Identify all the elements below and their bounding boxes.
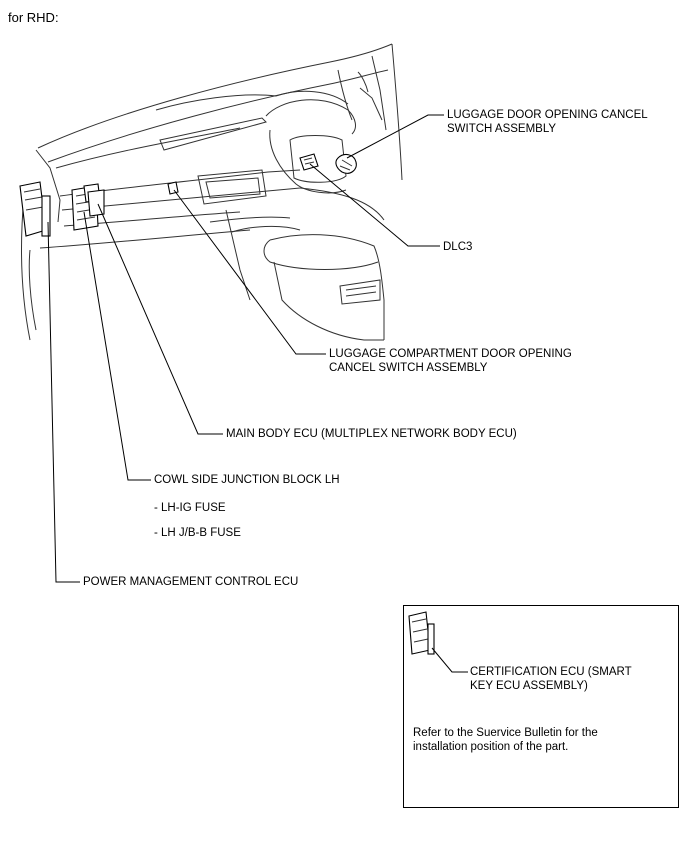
page-header: for RHD: bbox=[8, 10, 59, 25]
label-cowl-side-junction-block: COWL SIDE JUNCTION BLOCK LH bbox=[154, 474, 340, 486]
leader-luggage-compartment-switch bbox=[173, 189, 326, 355]
certification-ecu-part bbox=[408, 611, 435, 655]
inset-box bbox=[403, 605, 679, 808]
power-management-ecu-part bbox=[19, 181, 51, 237]
leader-cowl-side-jb bbox=[83, 211, 151, 481]
label-lh-ig-fuse: - LH-IG FUSE bbox=[154, 502, 226, 514]
label-main-body-ecu: MAIN BODY ECU (MULTIPLEX NETWORK BODY EC… bbox=[226, 428, 517, 440]
label-luggage-compartment-switch-line2: CANCEL SWITCH ASSEMBLY bbox=[329, 362, 488, 374]
leader-luggage-door-switch bbox=[346, 114, 444, 159]
label-certification-ecu-line1: CERTIFICATION ECU (SMART bbox=[470, 666, 632, 678]
label-certification-ecu-line2: KEY ECU ASSEMBLY) bbox=[470, 680, 588, 692]
dlc3-part bbox=[299, 153, 319, 171]
label-luggage-door-switch-line1: LUGGAGE DOOR OPENING CANCEL bbox=[447, 109, 648, 121]
label-power-management-ecu: POWER MANAGEMENT CONTROL ECU bbox=[83, 576, 299, 588]
inset-note: Refer to the Suervice Bulletin for the i… bbox=[413, 726, 598, 754]
leader-power-management-ecu bbox=[47, 221, 80, 583]
inset-note-line2: installation position of the part. bbox=[413, 741, 569, 753]
luggage-compartment-switch-part bbox=[167, 181, 179, 195]
label-luggage-compartment-switch-line1: LUGGAGE COMPARTMENT DOOR OPENING bbox=[329, 348, 572, 360]
label-lh-jb-b-fuse: - LH J/B-B FUSE bbox=[154, 527, 241, 539]
luggage-door-switch-part bbox=[335, 153, 357, 174]
leader-main-body-ecu bbox=[97, 203, 223, 435]
leader-dlc3 bbox=[309, 163, 440, 247]
label-dlc3: DLC3 bbox=[443, 241, 473, 253]
label-luggage-door-switch-line2: SWITCH ASSEMBLY bbox=[447, 123, 557, 135]
leader-certification-ecu bbox=[431, 647, 468, 673]
inset-note-line1: Refer to the Suervice Bulletin for the bbox=[413, 727, 598, 739]
